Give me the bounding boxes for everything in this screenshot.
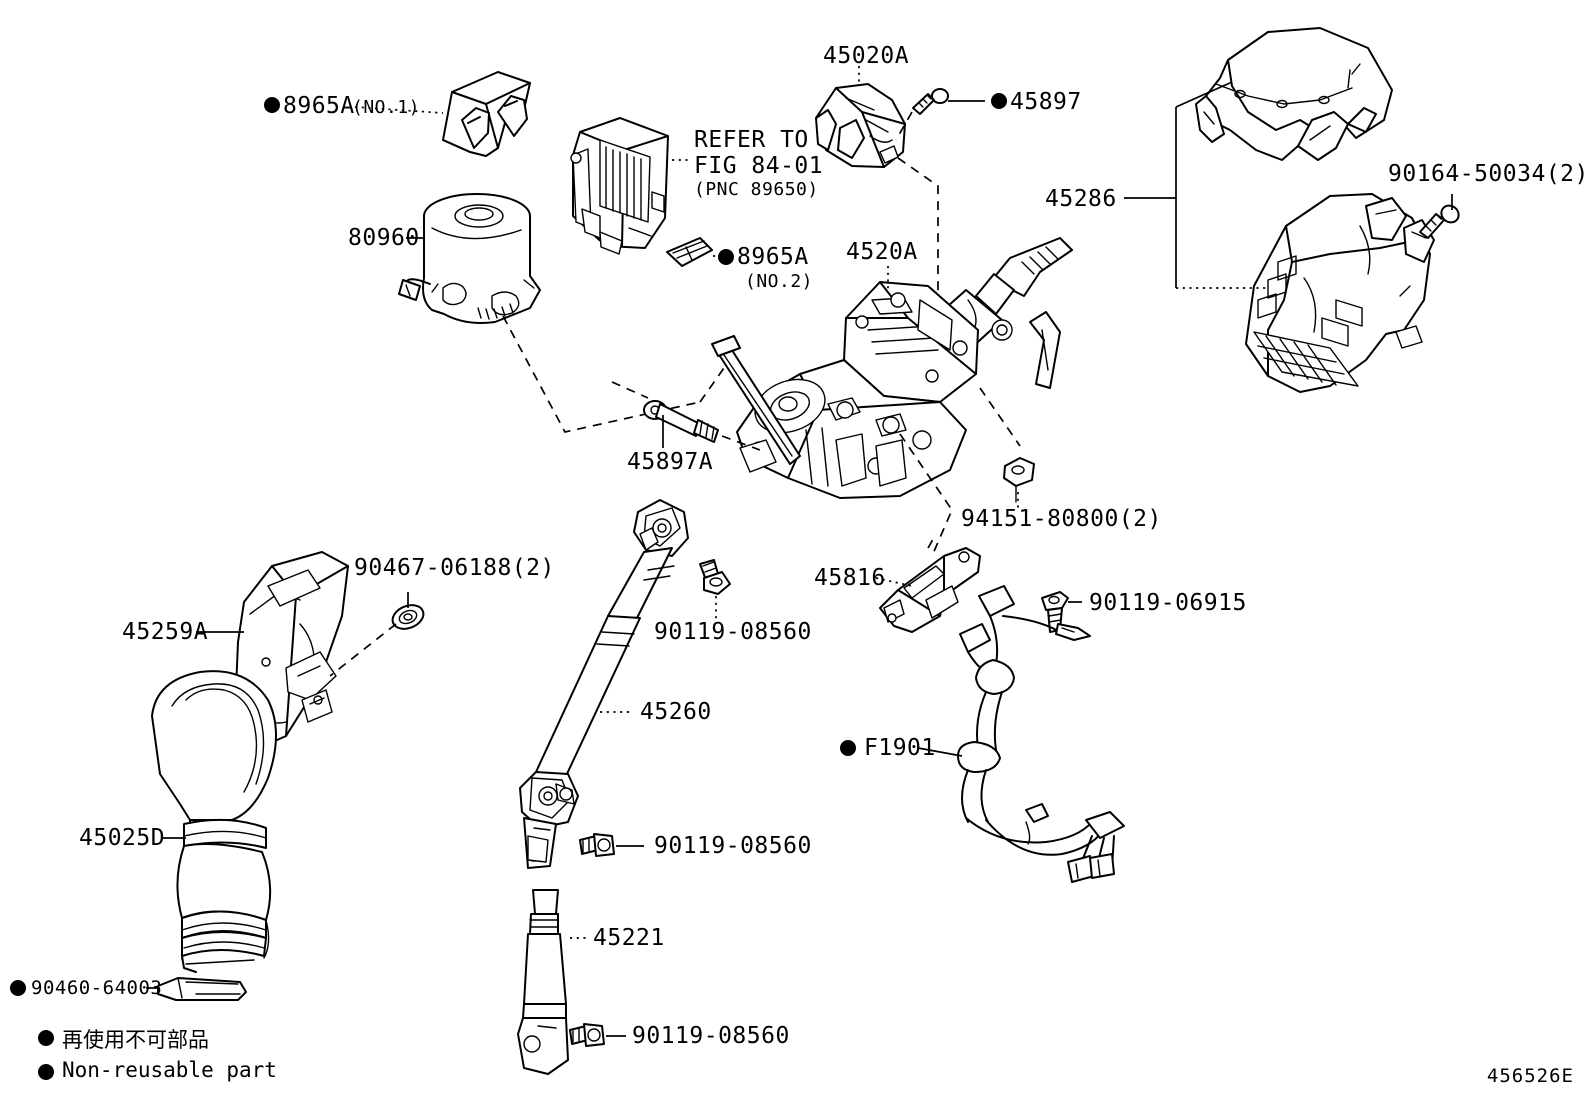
label-45286: 45286 [1045,186,1117,212]
label-90460-64003: 90460-64003 [31,977,163,999]
label-refer-line1: REFER TO [694,127,809,153]
label-90119-08560-mid: 90119-08560 [654,833,812,859]
label-8965a-no1: 8965A [283,93,355,119]
part-90119-08560-lower-bolt-shape [569,1023,605,1047]
part-45221-lower-shaft-shape [517,889,569,1075]
part-94151-80800-nut-shape [1003,457,1035,503]
part-f1901-wire-harness-shape [957,585,1125,883]
part-45816-bracket-shape [879,547,981,633]
non-reusable-marker-8965a-no2 [718,249,734,265]
part-45286-lower-cover-shape [1245,193,1435,393]
part-45897a-stud-shape [643,400,719,443]
label-90119-08560-upper: 90119-08560 [654,619,812,645]
part-8965a-no2-shape [666,237,713,267]
part-90460-64003-clamp-shape [157,977,247,1001]
figure-code: 456526E [1486,1065,1574,1087]
label-8965a-no1-note: (NO.1) [352,97,421,118]
label-45897: 45897 [1010,89,1082,115]
legend-japanese-text: 再使用不可部品 [62,1028,209,1052]
label-refer-line3: (PNC 89650) [694,179,819,200]
part-89650-spiral-cable-shape [570,117,669,255]
label-90119-08560-lower: 90119-08560 [632,1023,790,1049]
label-4520a: 4520A [846,239,918,265]
label-8965a-no2: 8965A [737,244,809,270]
non-reusable-marker-90460-64003 [10,980,26,996]
part-90119-08560-mid-bolt-shape [579,833,615,857]
part-8965a-no1-shape [442,71,531,157]
label-8965a-no2-note: (NO.2) [745,271,814,292]
legend-english-text: Non-reusable part [62,1058,277,1082]
part-90164-50034-screw-shape [1419,204,1460,239]
label-45259a: 45259A [122,619,209,645]
label-80960: 80960 [348,225,420,251]
part-80960-motor-shape [398,193,541,324]
part-45020a-shape [815,83,906,168]
label-45025d: 45025D [79,825,166,851]
non-reusable-marker-45897 [991,93,1007,109]
non-reusable-marker-8965a-no1 [264,97,280,113]
label-45816: 45816 [814,565,886,591]
part-90119-08560-upper-bolt-shape [699,559,731,595]
non-reusable-marker-f1901 [840,740,856,756]
label-f1901: F1901 [864,735,936,761]
label-refer-line2: FIG 84-01 [694,153,824,179]
legend-marker-english [38,1064,54,1080]
part-4520a-column-shape [711,237,1073,499]
part-45025d-boot-shape [151,670,277,973]
part-90467-06188-grommet-shape [391,604,425,630]
label-45221: 45221 [593,925,665,951]
label-90164-50034: 90164-50034(2) [1388,161,1589,187]
label-94151-80800: 94151-80800(2) [961,506,1162,532]
legend-marker-japanese [38,1030,54,1046]
label-90467-06188: 90467-06188(2) [354,555,555,581]
part-45897-bolt-shape [912,88,949,115]
label-90119-06915: 90119-06915 [1089,590,1247,616]
part-45286-upper-cover-shape [1195,27,1393,161]
label-45897a: 45897A [627,449,714,475]
part-45260-shaft-shape [519,499,689,869]
label-45020a: 45020A [823,43,910,69]
label-45260: 45260 [640,699,712,725]
